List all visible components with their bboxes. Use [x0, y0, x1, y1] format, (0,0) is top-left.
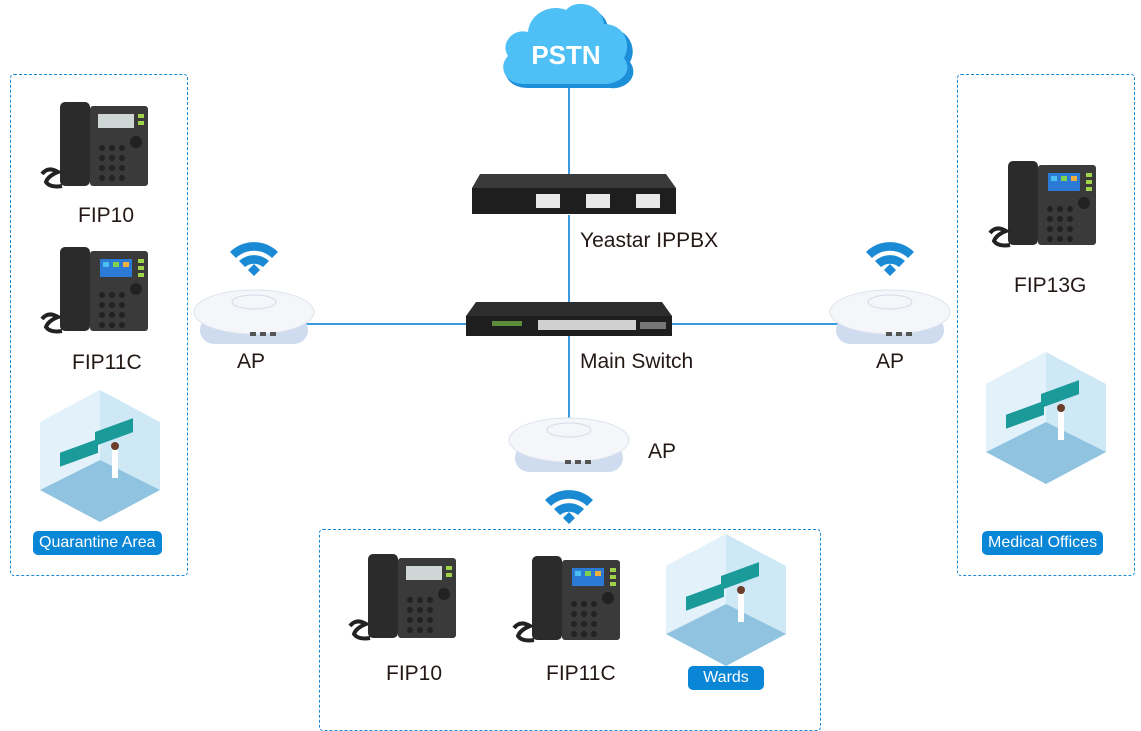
- ip-phone-fip10-icon: [348, 552, 458, 641]
- wifi-signal-icon: [866, 242, 914, 276]
- link-pbx-to-switch: [568, 215, 570, 310]
- pstn-cloud: PSTN: [498, 3, 638, 92]
- ip-phone-fip10-icon: [40, 100, 150, 189]
- phone-label: FIP10: [78, 204, 135, 227]
- access-point-left-label: AP: [237, 350, 266, 373]
- pstn-label: PSTN: [531, 40, 601, 70]
- access-point-right: [829, 288, 951, 346]
- access-point-icon: [193, 289, 315, 344]
- network-switch-icon: [466, 302, 672, 336]
- ip-phone-fip11c-icon: [40, 245, 150, 334]
- access-point-bottom: [508, 416, 630, 474]
- area-badge-medical-offices: Medical Offices: [982, 531, 1104, 555]
- zone-medical-offices: [957, 74, 1135, 576]
- access-point-icon: [829, 289, 951, 344]
- access-point-icon: [508, 417, 630, 472]
- phone-label: FIP11C: [72, 351, 142, 374]
- ip-phone-fip11c-icon: [512, 554, 622, 643]
- access-point-bottom-label: AP: [648, 440, 677, 463]
- wifi-signal-icon: [545, 490, 593, 524]
- phone-label: FIP11C: [546, 662, 616, 685]
- main-switch: [466, 302, 672, 338]
- ippbx-device-icon: [472, 174, 676, 214]
- main-switch-label: Main Switch: [580, 350, 694, 373]
- zone-quarantine-area: [10, 74, 188, 576]
- medical-office-icon: [986, 352, 1106, 484]
- ippbx-label: Yeastar IPPBX: [580, 229, 719, 252]
- quarantine-room-icon: [40, 390, 160, 522]
- link-switch-to-right-ap: [668, 323, 838, 325]
- wifi-signal-icon: [230, 242, 278, 276]
- ip-phone-fip13g-icon: [988, 159, 1098, 248]
- link-switch-to-bottom-ap: [568, 335, 570, 420]
- link-pstn-to-pbx: [568, 88, 570, 178]
- access-point-left: [193, 288, 315, 346]
- access-point-right-label: AP: [876, 350, 905, 373]
- phone-label: FIP10: [386, 662, 443, 685]
- phone-label: FIP13G: [1014, 274, 1087, 297]
- area-badge-quarantine: Quarantine Area: [33, 531, 162, 555]
- wards-room-icon: [666, 534, 786, 666]
- cloud-icon: [503, 3, 634, 89]
- area-badge-wards: Wards: [688, 666, 764, 690]
- link-left-ap-to-switch: [305, 323, 470, 325]
- ippbx-device: [470, 172, 676, 216]
